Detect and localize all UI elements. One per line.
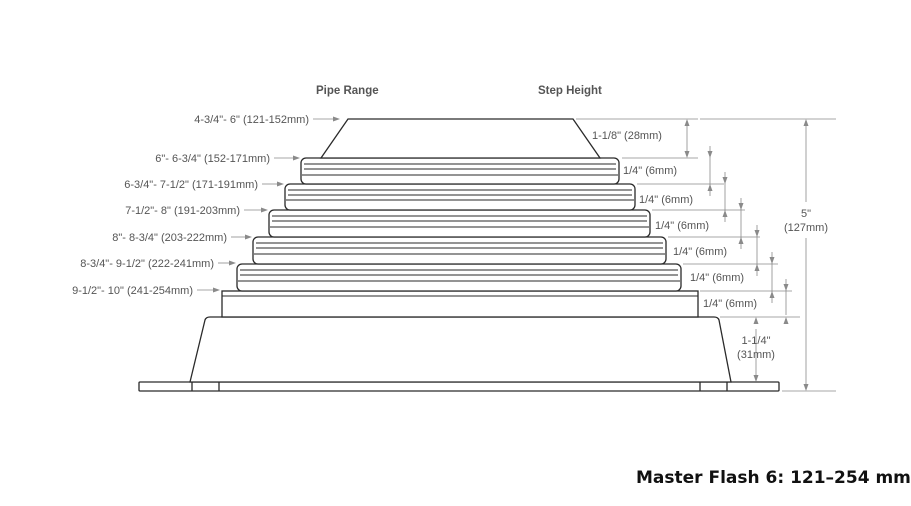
step-height-label: 1/4" (6mm) xyxy=(673,246,727,258)
total-height-label-mm: (127mm) xyxy=(784,222,828,234)
base-dome xyxy=(189,316,732,383)
step-7 xyxy=(221,290,699,318)
base-height-label-mm: (31mm) xyxy=(737,349,775,361)
pipe-range-label: 7-1/2"- 8" (191-203mm) xyxy=(125,205,240,217)
step-height-label: 1-1/8" (28mm) xyxy=(592,130,662,142)
pipe-range-label: 6-3/4"- 7-1/2" (171-191mm) xyxy=(124,179,258,191)
step-height-label: 1/4" (6mm) xyxy=(690,272,744,284)
step-3 xyxy=(284,183,636,211)
flashing-body xyxy=(138,118,780,392)
step-height-label: 1/4" (6mm) xyxy=(703,298,757,310)
pipe-range-label: 8"- 8-3/4" (203-222mm) xyxy=(112,232,227,244)
step-4 xyxy=(268,209,651,238)
step-height-label: 1/4" (6mm) xyxy=(655,220,709,232)
step-2 xyxy=(300,157,620,185)
total-height-label: 5" xyxy=(801,208,811,220)
step-height-dimensions: 1-1/8" (28mm) 1/4" (6mm) 1/4" (6mm) 1/4"… xyxy=(576,118,836,392)
pipe-range-label: 8-3/4"- 9-1/2" (222-241mm) xyxy=(80,258,214,270)
step-height-label: 1/4" (6mm) xyxy=(623,165,677,177)
step-1 xyxy=(319,118,602,159)
pipe-range-label: 9-1/2"- 10" (241-254mm) xyxy=(72,285,193,297)
step-height-label: 1/4" (6mm) xyxy=(639,194,693,206)
base-height-label: 1-1/4" xyxy=(742,335,771,347)
pipe-range-label: 4-3/4"- 6" (121-152mm) xyxy=(194,114,309,126)
base-flange xyxy=(138,381,780,392)
product-caption: Master Flash 6: 121–254 mm xyxy=(636,468,911,488)
pipe-range-label: 6"- 6-3/4" (152-171mm) xyxy=(155,153,270,165)
pipe-range-labels: 4-3/4"- 6" (121-152mm) 6"- 6-3/4" (152-1… xyxy=(72,114,340,297)
pipe-range-header: Pipe Range xyxy=(316,85,379,97)
step-height-header: Step Height xyxy=(538,85,602,97)
step-5 xyxy=(252,236,667,265)
step-6 xyxy=(236,263,682,292)
